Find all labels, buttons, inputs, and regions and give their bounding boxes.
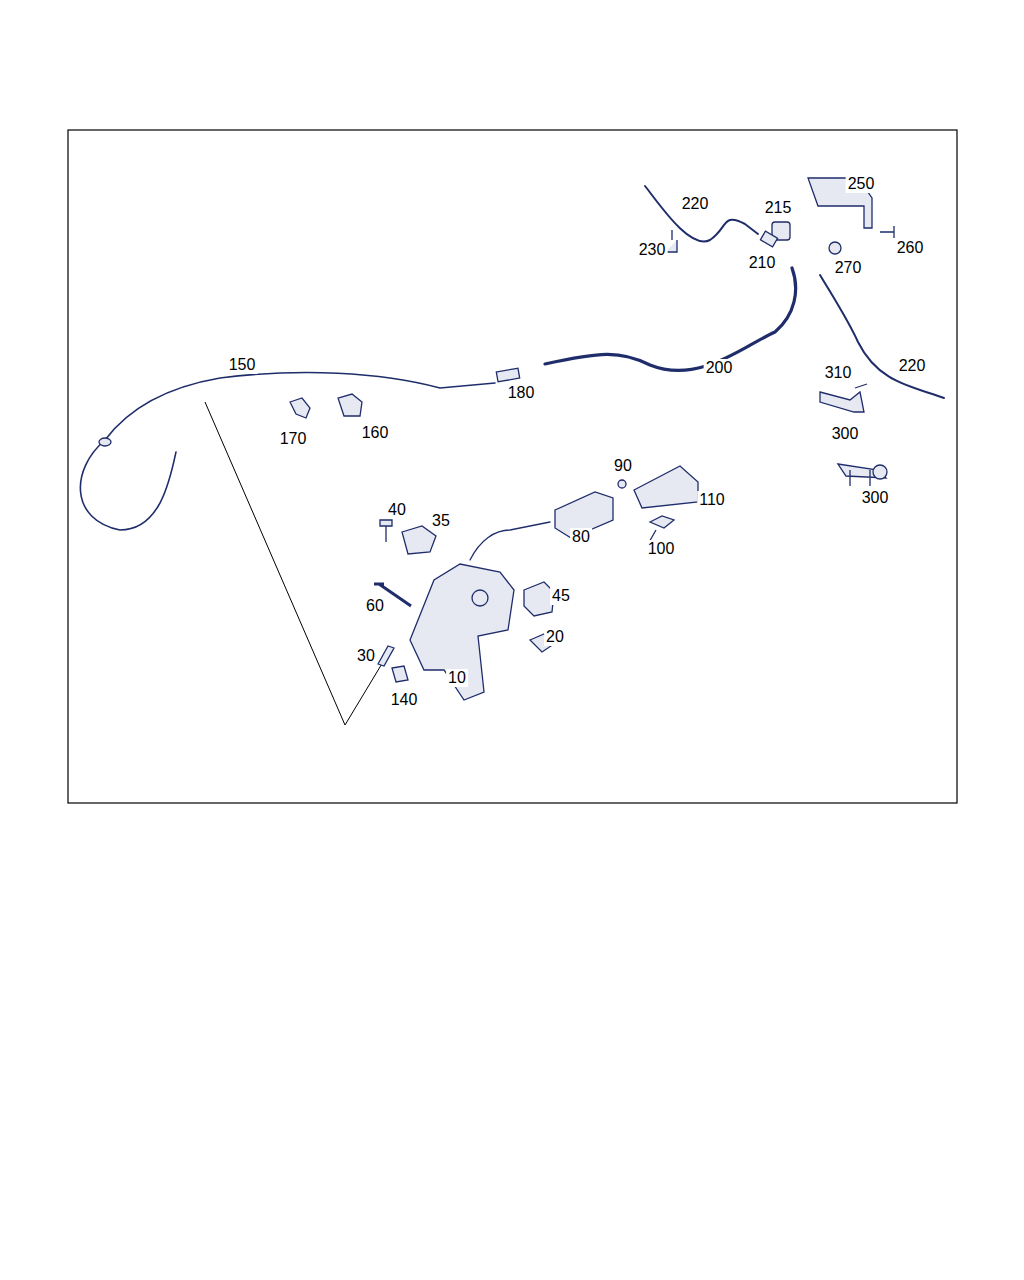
callout-number: 35 [430,512,452,530]
rivet [855,384,867,388]
pointer-line [205,402,383,725]
callout-number: 300 [830,425,861,443]
cables [80,186,944,560]
clip [290,398,310,418]
callout-number: 160 [360,424,391,442]
bolt [380,520,392,542]
clip [338,394,362,416]
callout-number: 10 [446,669,468,687]
pointer-lines [205,402,383,725]
holder [820,392,864,412]
holder [838,464,886,486]
callout-number: 215 [763,199,794,217]
callout-number: 90 [612,457,634,475]
sleeve [392,666,408,682]
callout-number: 180 [506,384,537,402]
callout-number: 260 [895,239,926,257]
cable [80,373,495,530]
callout-number: 45 [550,587,572,605]
callout-number: 230 [637,241,668,259]
parts [99,178,894,700]
cable [470,522,550,560]
callout-number: 210 [747,254,778,272]
callout-number: 150 [227,356,258,374]
callout-number: 100 [646,540,677,558]
callout-number: 40 [386,501,408,519]
pedal-assembly [410,564,514,700]
callout-number: 250 [846,175,877,193]
insert [378,646,394,666]
callout-number: 310 [823,364,854,382]
cable [545,268,796,371]
callout-number: 170 [278,430,309,448]
bolt [880,226,894,238]
frame [68,130,957,803]
callout-number: 140 [389,691,420,709]
callout-number: 20 [544,628,566,646]
clip [402,526,436,554]
callout-number: 220 [680,195,711,213]
nipple [760,231,777,247]
bracket [634,466,698,508]
callout-number: 300 [860,489,891,507]
callout-number: 220 [897,357,928,375]
callout-number: 270 [833,259,864,277]
pivot [472,590,488,606]
cable [820,275,944,398]
screw [618,480,626,488]
nut [829,242,841,254]
cable [645,186,758,241]
connector [496,368,519,382]
cable-end [99,438,111,446]
callout-number: 200 [704,359,735,377]
grommet [873,465,887,479]
callout-number: 110 [697,491,727,509]
callout-number: 80 [570,528,592,546]
callout-number: 60 [364,597,386,615]
callout-number: 30 [355,647,377,665]
